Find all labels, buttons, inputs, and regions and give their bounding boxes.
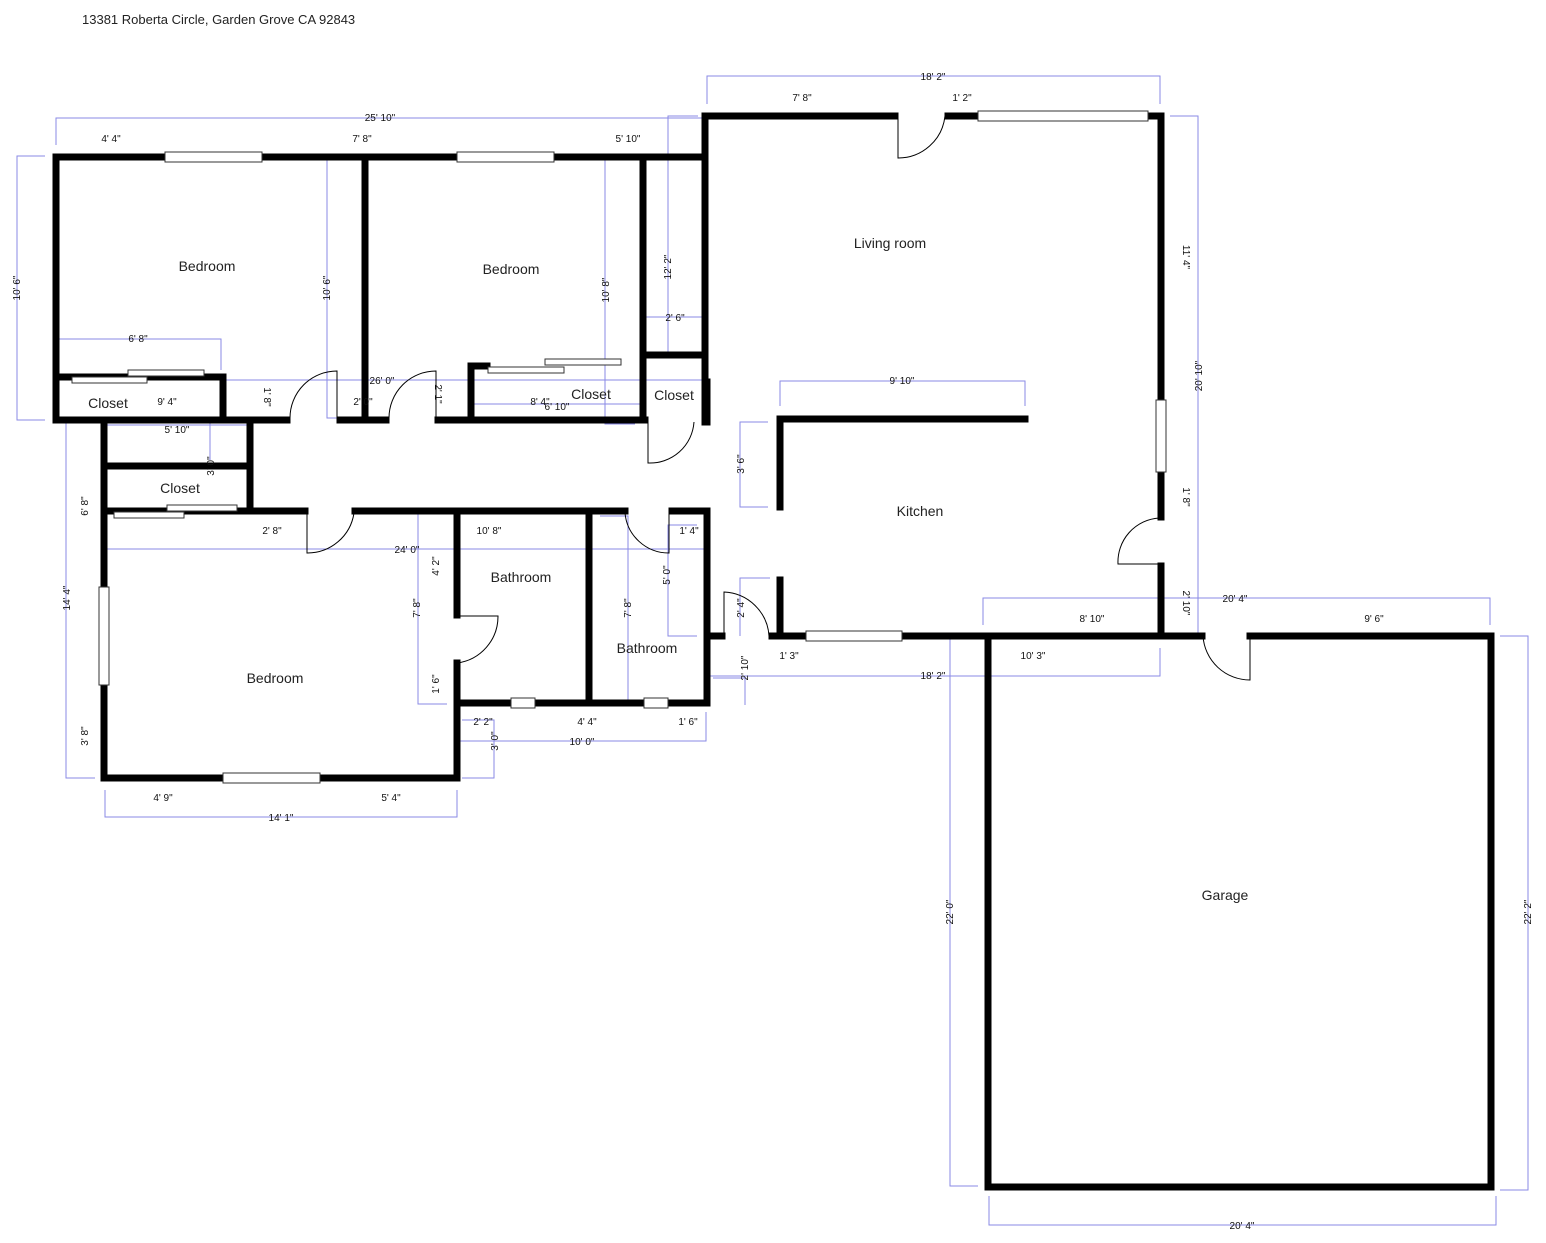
room-living-room: Living room	[854, 235, 926, 251]
walls	[52, 112, 1495, 1191]
dim-label: 20' 4"	[1223, 594, 1248, 605]
room-closet-1: Closet	[88, 395, 128, 411]
dim-label: 4' 4"	[577, 717, 597, 728]
dim-label: 2' 0"	[353, 397, 373, 408]
dim-label: 2' 1"	[432, 384, 443, 404]
room-kitchen: Kitchen	[897, 503, 944, 519]
dim-label: 1' 6"	[678, 717, 698, 728]
address-title: 13381 Roberta Circle, Garden Grove CA 92…	[82, 12, 356, 27]
room-closet-2: Closet	[571, 386, 611, 402]
dim-label: 5' 10"	[616, 134, 641, 145]
dim-label: 2' 4"	[736, 598, 747, 618]
dim-label: 5' 0"	[662, 565, 673, 585]
dim-label: 6' 10"	[545, 402, 570, 413]
dim-label: 2' 8"	[262, 526, 282, 537]
dim-label: 26' 0"	[370, 376, 395, 387]
dim-label: 7' 8"	[792, 93, 812, 104]
room-labels: Bedroom Bedroom Living room Closet Close…	[88, 235, 1248, 903]
dim-label: 2' 6"	[665, 313, 685, 324]
room-garage: Garage	[1202, 887, 1249, 903]
dimension-labels: 25' 10" 18' 2" 7' 8" 1' 2" 4' 4" 7' 8" 5…	[12, 72, 1534, 1232]
dim-label: 9' 10"	[890, 376, 915, 387]
dim-label: 2' 2"	[473, 717, 493, 728]
dim-label: 4' 9"	[153, 793, 173, 804]
dim-label: 18' 2"	[921, 72, 946, 83]
dim-label: 20' 4"	[1230, 1221, 1255, 1232]
dim-label: 3' 8"	[80, 726, 91, 746]
dim-label: 24' 0"	[395, 545, 420, 556]
dim-label: 11' 4"	[1180, 245, 1191, 270]
dim-label: 1' 8"	[1180, 487, 1191, 507]
dim-label: 1' 2"	[952, 93, 972, 104]
room-bedroom-3: Bedroom	[247, 670, 304, 686]
room-closet-3: Closet	[654, 387, 694, 403]
dim-label: 10' 6"	[322, 275, 333, 300]
dim-label: 14' 1"	[269, 813, 294, 824]
dim-label: 5' 10"	[165, 425, 190, 436]
room-bathroom-2: Bathroom	[617, 640, 678, 656]
dim-label: 4' 4"	[101, 134, 121, 145]
dim-label: 10' 0"	[570, 737, 595, 748]
dim-label: 20' 10"	[1194, 360, 1205, 391]
dim-label: 22' 2"	[1523, 899, 1534, 924]
dim-label: 9' 4"	[157, 397, 177, 408]
dim-label: 2' 10"	[740, 655, 751, 680]
dim-label: 1' 4"	[679, 526, 699, 537]
dimension-lines	[16, 75, 1529, 1226]
dim-label: 12' 2"	[663, 254, 674, 279]
room-bathroom-1: Bathroom	[491, 569, 552, 585]
dim-label: 3' 0"	[490, 731, 501, 751]
doors	[289, 115, 1251, 681]
dim-label: 7' 8"	[623, 598, 634, 618]
dim-label: 3' 0"	[206, 456, 217, 476]
dim-label: 4' 2"	[431, 556, 442, 576]
room-bedroom-1: Bedroom	[179, 258, 236, 274]
room-closet-4: Closet	[160, 480, 200, 496]
dim-label: 10' 6"	[12, 275, 23, 300]
dim-label: 1' 8"	[261, 387, 272, 407]
dim-label: 6' 8"	[80, 496, 91, 516]
dim-label: 10' 8"	[601, 277, 612, 302]
dim-label: 7' 8"	[352, 134, 372, 145]
dim-label: 8' 10"	[1080, 614, 1105, 625]
dim-label: 9' 6"	[1364, 614, 1384, 625]
windows	[71, 110, 1167, 784]
dim-label: 6' 8"	[128, 334, 148, 345]
dim-label: 22' 0"	[945, 899, 956, 924]
dim-label: 8' 4"	[530, 397, 550, 408]
room-bedroom-2: Bedroom	[483, 261, 540, 277]
dim-label: 7' 8"	[412, 598, 423, 618]
dim-label: 3' 6"	[736, 454, 747, 474]
dim-label: 25' 10"	[365, 113, 396, 124]
dim-label: 5' 4"	[381, 793, 401, 804]
dim-label: 1' 6"	[431, 674, 442, 694]
dim-label: 1' 3"	[779, 651, 799, 662]
dim-label: 14' 4"	[62, 585, 73, 610]
dim-label: 2' 10"	[1180, 591, 1191, 616]
dim-label: 18' 2"	[921, 671, 946, 682]
dim-label: 10' 3"	[1021, 651, 1046, 662]
dim-label: 10' 8"	[477, 526, 502, 537]
